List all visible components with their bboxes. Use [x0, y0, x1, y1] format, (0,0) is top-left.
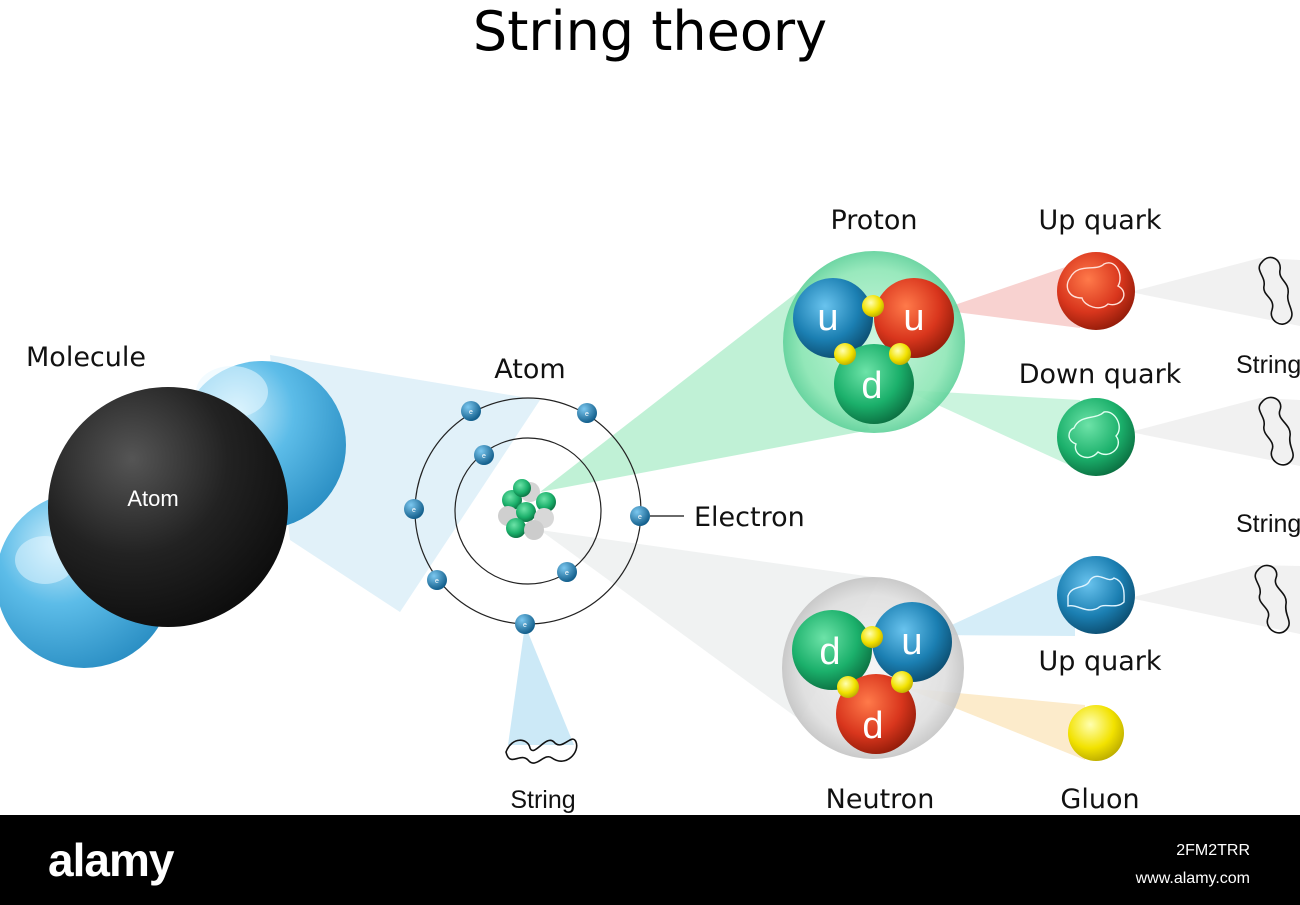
- neutron-up-quark: [872, 602, 952, 682]
- quark-letter: u: [901, 621, 922, 663]
- up-quark-label-bottom: Up quark: [1038, 646, 1161, 677]
- beam-proton-downquark: [905, 390, 1080, 470]
- electron: e: [515, 614, 535, 634]
- molecule-atom-label: Atom: [127, 486, 178, 511]
- proton-label: Proton: [830, 205, 917, 236]
- electron: e: [577, 403, 597, 423]
- page-title: String theory: [473, 0, 827, 63]
- svg-text:e: e: [435, 578, 439, 585]
- string-loop: [1258, 396, 1294, 466]
- electron-label: Electron: [694, 502, 805, 533]
- string-label-2: String: [1236, 510, 1300, 538]
- electron: e: [557, 562, 577, 582]
- electron: e: [404, 499, 424, 519]
- proton-down-quark: [834, 344, 914, 424]
- quark-letter: d: [819, 631, 840, 673]
- string-column: String String: [1236, 256, 1300, 634]
- electron: e: [427, 570, 447, 590]
- quark-column: Up quark Down quark Up quark Gluon: [1019, 205, 1182, 815]
- svg-text:e: e: [585, 411, 589, 418]
- electron: e: [630, 506, 650, 526]
- neutron-ball: [524, 520, 544, 540]
- gluon-ball: [891, 671, 913, 693]
- beam-upquark-string: [1130, 258, 1300, 326]
- string-label-bottom: String: [510, 786, 575, 814]
- beam-neutron-upquark: [930, 568, 1075, 636]
- quark-string-loop: [1067, 575, 1125, 611]
- site-link[interactable]: www.alamy.com: [1135, 870, 1250, 887]
- quark-letter: d: [862, 705, 883, 747]
- quark-letter: u: [903, 297, 924, 339]
- footer-bar: alamy 2FM2TRR www.alamy.com: [0, 815, 1300, 905]
- quark-letter: u: [817, 297, 838, 339]
- proton-ball: [516, 502, 536, 522]
- gluon-ball: [837, 676, 859, 698]
- neutron-label: Neutron: [826, 784, 935, 815]
- electron: e: [461, 401, 481, 421]
- gluon-ball: [889, 343, 911, 365]
- atom-label: Atom: [494, 354, 565, 385]
- quark-letter: d: [861, 365, 882, 407]
- inner-orbit: [454, 437, 602, 585]
- quark-string-loop: [1066, 262, 1125, 309]
- proton-up-quark: [874, 278, 954, 358]
- gluon-label: Gluon: [1060, 784, 1139, 815]
- footer-info: 2FM2TRR www.alamy.com: [1136, 837, 1250, 893]
- zoom-beams: [270, 258, 1300, 760]
- svg-text:e: e: [565, 570, 569, 577]
- molecule: Molecule Atom: [0, 342, 346, 668]
- string-loop: [1258, 256, 1293, 325]
- beam-downquark-string: [1130, 398, 1300, 466]
- svg-text:e: e: [412, 507, 416, 514]
- beam-proton-upquark: [940, 262, 1080, 328]
- proton-ball: [536, 492, 556, 512]
- string-loop: [1254, 564, 1290, 634]
- proton: Proton u u d: [783, 205, 965, 433]
- electron: e: [474, 445, 494, 465]
- nucleus: [498, 479, 556, 540]
- gluon-ball: [862, 295, 884, 317]
- neutron: d u d Neutron: [782, 577, 964, 815]
- proton-ball: [513, 479, 531, 497]
- svg-text:e: e: [638, 514, 642, 521]
- neutron-down-quark: [792, 610, 872, 690]
- string-theory-diagram: String theory Molecule Atom Atom: [0, 0, 1300, 815]
- gluon-ball: [834, 343, 856, 365]
- proton-ball: [506, 518, 526, 538]
- proton-up-quark: [793, 278, 873, 358]
- gluon: [1068, 705, 1124, 761]
- molecule-label: Molecule: [26, 342, 146, 373]
- beam-upquark2-string: [1130, 565, 1300, 634]
- string-label-1: String: [1236, 351, 1300, 379]
- electron-string: [505, 738, 578, 764]
- atom: Atom e e e e e e e e Electron: [404, 354, 805, 634]
- down-quark-label: Down quark: [1019, 359, 1182, 390]
- beam-electron-string: [508, 625, 574, 745]
- molecule-atom-center: [48, 387, 288, 627]
- gluon-ball: [861, 626, 883, 648]
- svg-text:e: e: [523, 622, 527, 629]
- footer-logo[interactable]: alamy: [48, 834, 174, 886]
- electrons: e e e e e e e e: [404, 401, 650, 634]
- svg-text:e: e: [469, 409, 473, 416]
- up-quark-blue: [1057, 556, 1135, 634]
- svg-text:e: e: [482, 453, 486, 460]
- up-quark-label-top: Up quark: [1038, 205, 1161, 236]
- image-id: 2FM2TRR: [1176, 842, 1250, 859]
- quark-string-loop: [1068, 411, 1120, 459]
